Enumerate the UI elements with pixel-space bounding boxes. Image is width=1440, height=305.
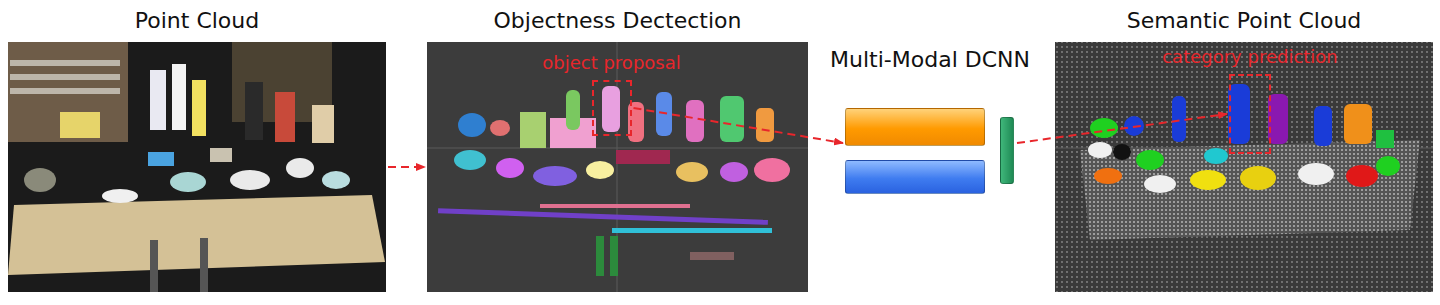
object [102, 189, 138, 203]
image-frame [8, 42, 386, 292]
object [230, 170, 270, 190]
dashed-box [1229, 74, 1271, 154]
segment [1298, 163, 1334, 185]
segment [458, 113, 486, 137]
object [60, 112, 100, 138]
fc-layer [1000, 117, 1014, 184]
segment [1314, 106, 1332, 146]
dashed-arrow [388, 166, 425, 168]
segment [602, 86, 620, 132]
segment [1376, 156, 1400, 176]
object [312, 105, 334, 143]
proposal-box: object proposal [542, 52, 681, 136]
segment [676, 162, 708, 182]
network-block: Multi-Modal DCNN [828, 45, 1032, 188]
object [286, 158, 314, 178]
segment [1144, 175, 1176, 193]
wall [8, 42, 128, 142]
dashed-arrow [634, 108, 844, 143]
panel-title: Objectness Dectection [427, 6, 808, 36]
segment [1090, 118, 1118, 138]
segment [540, 204, 690, 208]
segment [756, 108, 774, 142]
table [8, 195, 385, 275]
object [24, 168, 56, 192]
segment [720, 162, 748, 182]
table-leg [200, 238, 208, 292]
object [150, 70, 166, 130]
object [172, 64, 186, 130]
table-leg [150, 240, 158, 292]
object [322, 171, 350, 189]
objectness-image [427, 42, 808, 292]
segment [596, 236, 604, 276]
segment [1376, 130, 1394, 148]
dashed-arrow [1017, 114, 1227, 143]
conv-layer [845, 108, 985, 146]
segment [1228, 84, 1250, 144]
object [170, 172, 206, 192]
radiator [10, 60, 120, 66]
proposal-box: category prediction [1162, 46, 1338, 154]
image-ground [8, 42, 386, 292]
segment [1094, 168, 1122, 184]
segment [610, 236, 618, 276]
segment [690, 252, 734, 260]
segment [454, 150, 486, 170]
radiator [10, 88, 120, 94]
image-panel: Objectness Dectection object proposal [427, 6, 808, 293]
image-ground [1055, 42, 1433, 292]
callout-label: object proposal [542, 52, 681, 74]
segment [1172, 96, 1186, 142]
segment [1268, 94, 1288, 144]
dashed-box [592, 80, 632, 136]
semantic-image [1055, 42, 1433, 292]
segment [616, 150, 670, 164]
segment [566, 90, 580, 130]
image-panel: Point Cloud [8, 6, 386, 293]
segment [1240, 166, 1276, 190]
object [192, 80, 206, 136]
callout-label: category prediction [1162, 46, 1338, 68]
object [148, 152, 174, 166]
segment [1088, 142, 1112, 158]
image-frame [1055, 42, 1433, 292]
panel-title: Point Cloud [8, 6, 386, 36]
segment [490, 120, 510, 136]
segment [612, 228, 772, 233]
object [245, 82, 263, 140]
conv-layer [845, 160, 985, 194]
segment [1136, 150, 1164, 170]
point-cloud-image [8, 42, 386, 292]
segment [1346, 165, 1378, 187]
segment [720, 96, 744, 142]
table-points [1080, 140, 1420, 240]
segment [1113, 144, 1131, 160]
segment [586, 161, 614, 179]
image-panel: Semantic Point Cloud category prediction [1055, 6, 1433, 293]
segment [686, 100, 704, 142]
segment [1190, 170, 1226, 190]
segment [1344, 104, 1372, 144]
segment [520, 112, 546, 148]
network-layers [845, 98, 1015, 188]
segment [533, 166, 577, 186]
segment [496, 158, 524, 178]
radiator [10, 74, 120, 80]
object [210, 148, 232, 162]
segment [1204, 148, 1228, 164]
object [275, 92, 295, 142]
block-title: Multi-Modal DCNN [828, 45, 1032, 75]
image-ground [427, 42, 808, 292]
panel-title: Semantic Point Cloud [1055, 6, 1433, 36]
segment [438, 208, 768, 225]
segment [754, 158, 790, 182]
